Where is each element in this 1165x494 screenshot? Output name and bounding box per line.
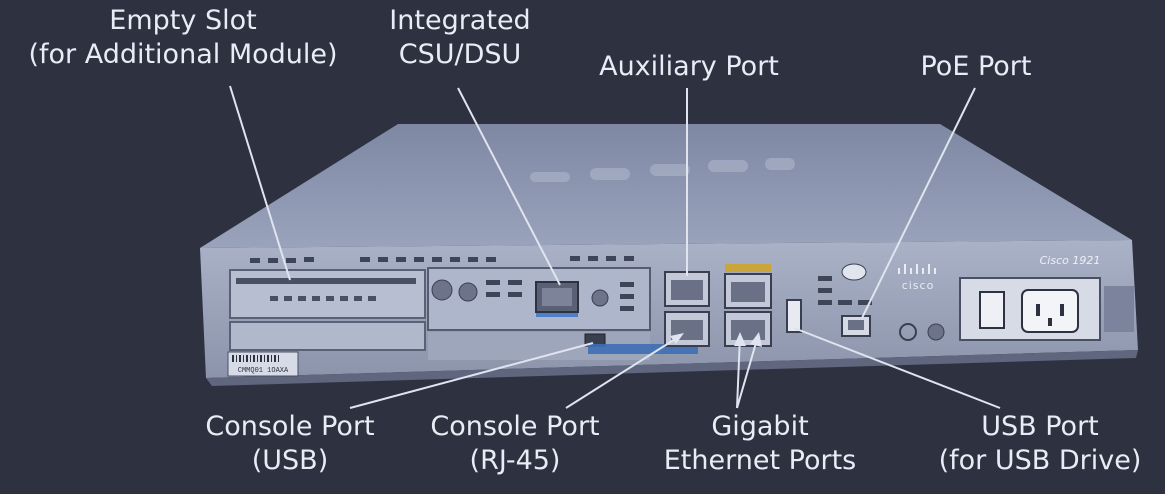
label-usb-port-line2: (for USB Drive) [938,445,1142,476]
serial-barcode [232,355,279,362]
label-console-rj45-line2: (RJ-45) [469,445,561,476]
module-screw-left-2 [458,282,478,302]
power-switch [979,291,1005,329]
module-screw-left [431,279,453,301]
pointer-usb [793,327,1001,409]
module-screw-right [591,289,609,307]
pointer-gigabit-1 [736,335,741,409]
empty-slot-cover [229,269,426,319]
label-poe-port-line1: PoE Port [920,51,1032,82]
label-empty-slot-line1: Empty Slot [109,5,257,36]
gigabit-port-1-jack [731,282,765,302]
power-inlet-pins [1036,304,1064,326]
label-gigabit: Gigabit Ethernet Ports [645,410,875,478]
label-gigabit-line1: Gigabit [711,411,809,442]
arrowhead-gigabit-1 [734,332,746,346]
arrowhead-gigabit-2 [750,332,762,347]
model-name: Cisco 1921 [1040,254,1101,267]
label-usb-port-line1: USB Port [981,411,1099,442]
vent-strip [250,256,634,263]
label-aux-port: Auxiliary Port [584,50,794,84]
reset-button [841,263,867,281]
label-console-usb: Console Port (USB) [185,410,395,478]
label-csu-dsu-line1: Integrated [389,5,531,36]
label-empty-slot: Empty Slot (for Additional Module) [10,4,356,72]
top-logo-emboss [530,158,795,182]
label-console-rj45-line1: Console Port [430,411,600,442]
empty-slot-bar [236,278,416,284]
csu-dsu-led [536,313,578,317]
pointer-empty-slot [229,85,291,281]
label-poe-port: PoE Port [898,50,1054,84]
lower-slot-cover [229,321,426,351]
label-usb-port: USB Port (for USB Drive) [920,410,1160,478]
gigabit-label-plate [725,264,771,272]
arrowhead-console-rj45 [670,333,684,344]
usb-port [786,299,802,333]
pointer-csu-dsu [457,87,561,286]
label-gigabit-line2: Ethernet Ports [663,445,857,476]
label-empty-slot-line2: (for Additional Module) [28,39,338,70]
brand-wordmark: cisco [902,279,935,292]
side-grille [1104,286,1134,332]
chassis-screw [927,323,945,341]
label-csu-dsu: Integrated CSU/DSU [370,4,550,72]
csu-dsu-port-inner [542,288,572,306]
pointer-lines [229,85,1001,409]
pointer-console-usb [349,342,594,409]
router-bottom-edge [206,350,1138,386]
router-top-cover [200,124,1132,248]
cisco-logo [898,264,936,274]
empty-slot-vents [270,296,376,301]
power-inlet [1021,289,1079,333]
aux-port-jack [671,280,703,300]
label-console-rj45: Console Port (RJ-45) [410,410,620,478]
poe-port-jack [848,320,864,330]
label-csu-dsu-line2: CSU/DSU [398,39,522,70]
label-aux-port-line1: Auxiliary Port [599,51,779,82]
status-leds [818,276,872,305]
module-leds [486,280,634,311]
pointer-console-rj45 [565,335,681,409]
pointer-poe [861,87,976,319]
ground-symbol [899,323,917,341]
label-console-usb-line1: Console Port [205,411,375,442]
pointer-gigabit-2 [736,335,759,409]
label-console-usb-line2: (USB) [251,445,329,476]
blue-stripe [588,344,698,354]
serial-number: CMMQ01 1OAXA [238,367,289,375]
